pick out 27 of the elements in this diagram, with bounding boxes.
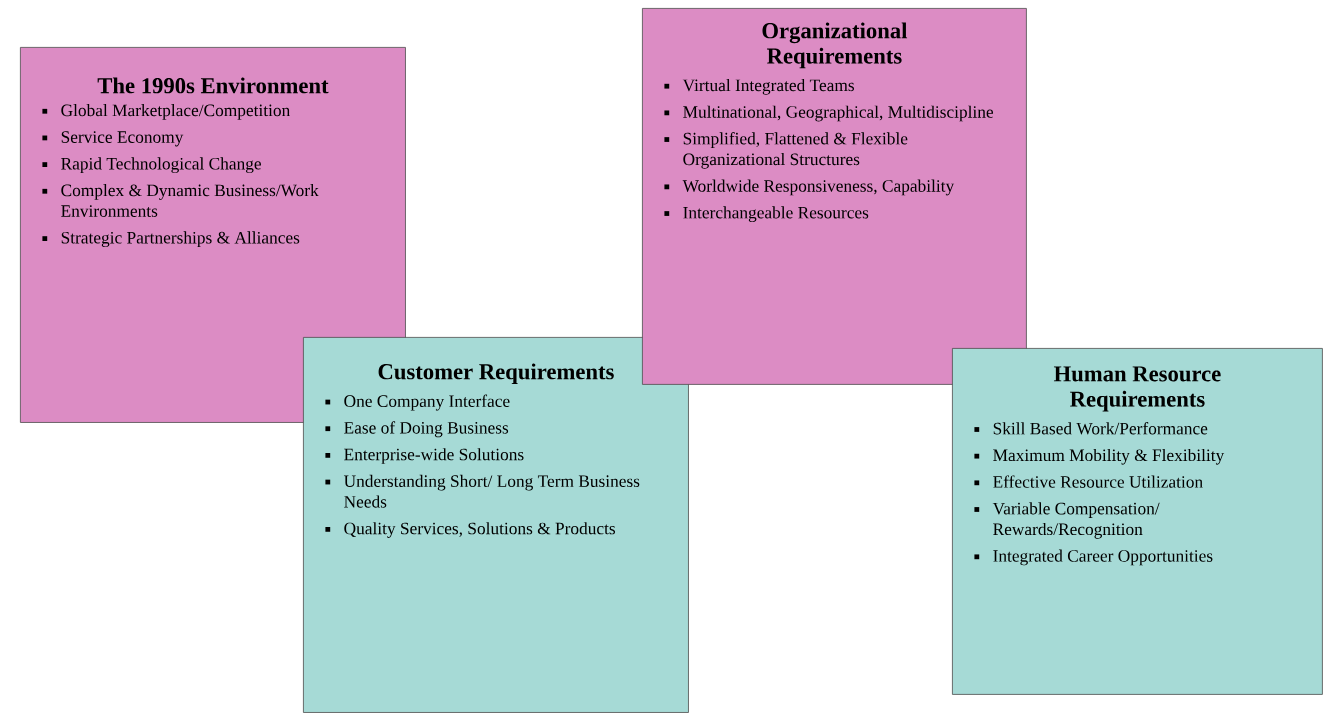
bullet-item: Simplified, Flattened & Flexible Organizational Structures <box>664 132 908 169</box>
bullet-item: Integrated Career Opportunities <box>974 549 1213 566</box>
bullet-item: Complex & Dynamic Business/Work Environments <box>42 184 319 217</box>
bullet-item: Multinational, Geographical, Multidiscipline <box>664 105 994 122</box>
bullet-item: One Company Interface <box>325 394 510 411</box>
bullet-item: Variable Compensation/ Rewards/Recognition <box>974 502 1160 539</box>
heading: Customer Requirements <box>378 363 614 384</box>
heading: Human Resource Requirements <box>1053 366 1221 412</box>
heading: The 1990s Environment <box>97 77 329 94</box>
bullet-item: Service Economy <box>42 131 184 147</box>
requirements-box <box>303 337 689 713</box>
heading: Organizational Requirements <box>762 22 908 69</box>
bullet-item: Global Marketplace/Competition <box>42 104 290 120</box>
bullet-item: Rapid Technological Change <box>42 157 261 174</box>
bullet-item: Interchangeable Resources <box>664 206 869 223</box>
bullet-item: Maximum Mobility & Flexibility <box>974 448 1225 465</box>
bullet-item: Strategic Partnerships & Alliances <box>42 231 300 248</box>
bullet-item: Enterprise-wide Solutions <box>325 448 524 464</box>
bullet-item: Virtual Integrated Teams <box>664 78 854 95</box>
bullet-item: Quality Services, Solutions & Products <box>325 522 616 538</box>
bullet-item: Ease of Doing Business <box>325 421 509 438</box>
requirements-box <box>642 8 1027 385</box>
bullet-item: Effective Resource Utilization <box>974 475 1203 488</box>
bullet-item: Worldwide Responsiveness, Capability <box>664 179 955 196</box>
bullet-item: Understanding Short/ Long Term Business Needs <box>325 474 640 508</box>
bullet-item: Skill Based Work/Performance <box>974 422 1208 435</box>
requirements-box <box>952 348 1323 695</box>
